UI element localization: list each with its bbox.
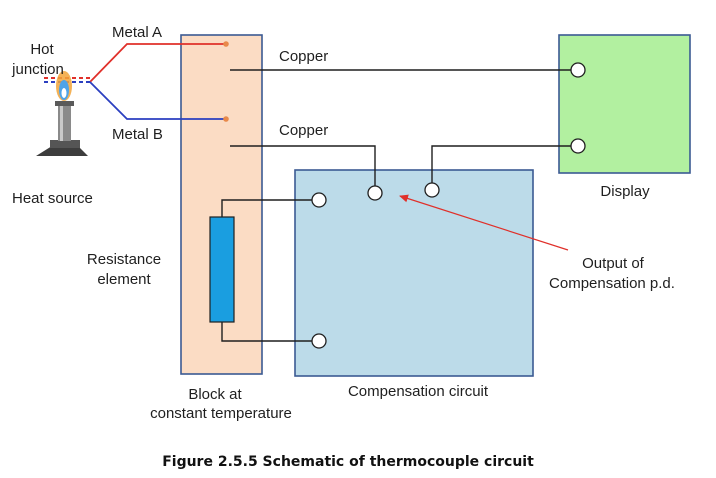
resistance-element (209, 216, 235, 323)
resistance-bottom-wire (221, 322, 312, 342)
resistance-element-label-line2: element (97, 271, 151, 288)
compensation-circuit-label: Compensation circuit (348, 383, 489, 400)
output-label-line2: Compensation p.d. (549, 275, 675, 292)
metal-a-wire (89, 43, 226, 83)
metal-b-wire (89, 81, 226, 120)
copper-bottom-wire (230, 145, 376, 190)
hot-junction-label-line2: junction (11, 61, 64, 78)
compensation-output-terminal-1 (367, 185, 383, 201)
figure-caption: Figure 2.5.5 Schematic of thermocouple c… (162, 454, 534, 470)
block-label-line1: Block at (188, 386, 242, 403)
metal-b-label: Metal B (112, 126, 163, 143)
copper-bottom-label: Copper (279, 122, 328, 139)
flame-icon (56, 71, 72, 101)
compensation-to-display-wire (431, 145, 572, 188)
compensation-terminal-bottom-left (311, 333, 327, 349)
output-arrow (399, 194, 569, 251)
compensation-circuit-box (294, 169, 534, 377)
display-terminal-top (570, 62, 586, 78)
compensation-output-terminal-2 (424, 182, 440, 198)
metal-a-label: Metal A (112, 24, 162, 41)
compensation-terminal-top-left (311, 192, 327, 208)
resistance-top-wire (221, 199, 312, 217)
block-label-line2: constant temperature (150, 405, 292, 422)
heat-source-label: Heat source (12, 190, 93, 207)
hot-junction-label-line1: Hot (30, 41, 54, 58)
copper-top-label: Copper (279, 48, 328, 65)
metal-a-junction-dot (223, 41, 229, 47)
display-label: Display (600, 183, 650, 200)
output-label-line1: Output of (582, 255, 645, 272)
metal-b-junction-dot (223, 116, 229, 122)
resistance-element-label-line1: Resistance (87, 251, 161, 268)
bunsen-burner-icon (36, 71, 88, 156)
display-terminal-bottom (570, 138, 586, 154)
